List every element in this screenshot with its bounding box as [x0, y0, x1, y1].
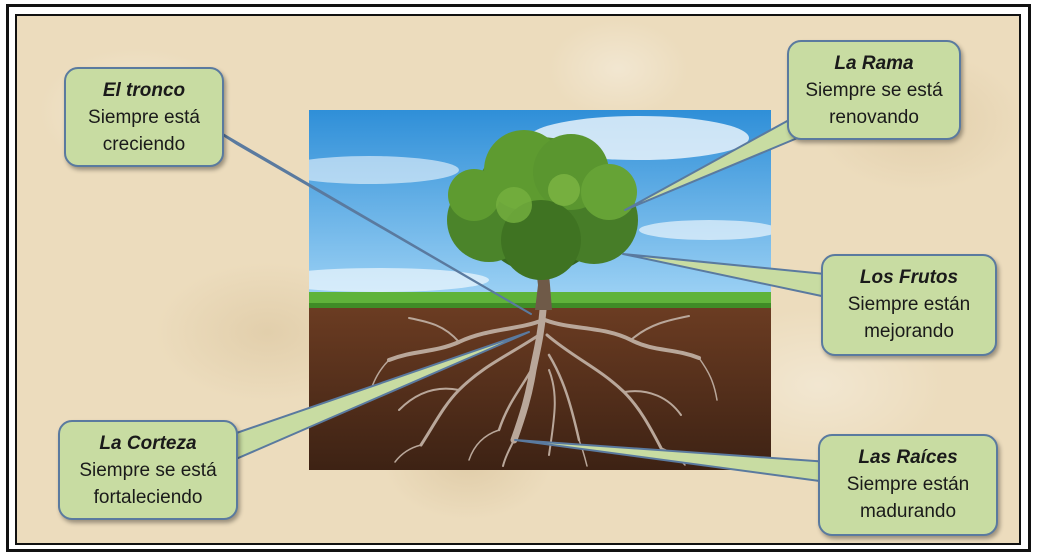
callout-text-line2: creciendo — [72, 131, 216, 158]
callout-rama: La Rama Siempre se está renovando — [787, 40, 961, 140]
diagram-canvas: El tronco Siempre está creciendo La Rama… — [15, 14, 1021, 545]
callout-text-line1: Siempre se está — [66, 457, 230, 484]
pointer-raices — [515, 440, 829, 482]
callout-title: El tronco — [72, 77, 216, 104]
callout-corteza: La Corteza Siempre se está fortaleciendo — [58, 420, 238, 520]
pointer-rama — [625, 120, 807, 210]
callout-text-line1: Siempre están — [829, 291, 989, 318]
callout-frutos: Los Frutos Siempre están mejorando — [821, 254, 997, 356]
pointer-corteza — [222, 332, 529, 462]
callout-title: Las Raíces — [826, 444, 990, 471]
pointer-tronco — [209, 126, 531, 314]
callout-tronco: El tronco Siempre está creciendo — [64, 67, 224, 167]
callout-text-line2: mejorando — [829, 318, 989, 345]
callout-text-line2: madurando — [826, 498, 990, 525]
callout-text-line1: Siempre está — [72, 104, 216, 131]
callout-text-line1: Siempre están — [826, 471, 990, 498]
callout-title: Los Frutos — [829, 264, 989, 291]
callout-text-line1: Siempre se está — [795, 77, 953, 104]
callout-text-line2: fortaleciendo — [66, 484, 230, 511]
callout-text-line2: renovando — [795, 104, 953, 131]
callout-title: La Corteza — [66, 430, 230, 457]
callout-title: La Rama — [795, 50, 953, 77]
callout-raices: Las Raíces Siempre están madurando — [818, 434, 998, 536]
pointer-frutos — [623, 254, 831, 298]
